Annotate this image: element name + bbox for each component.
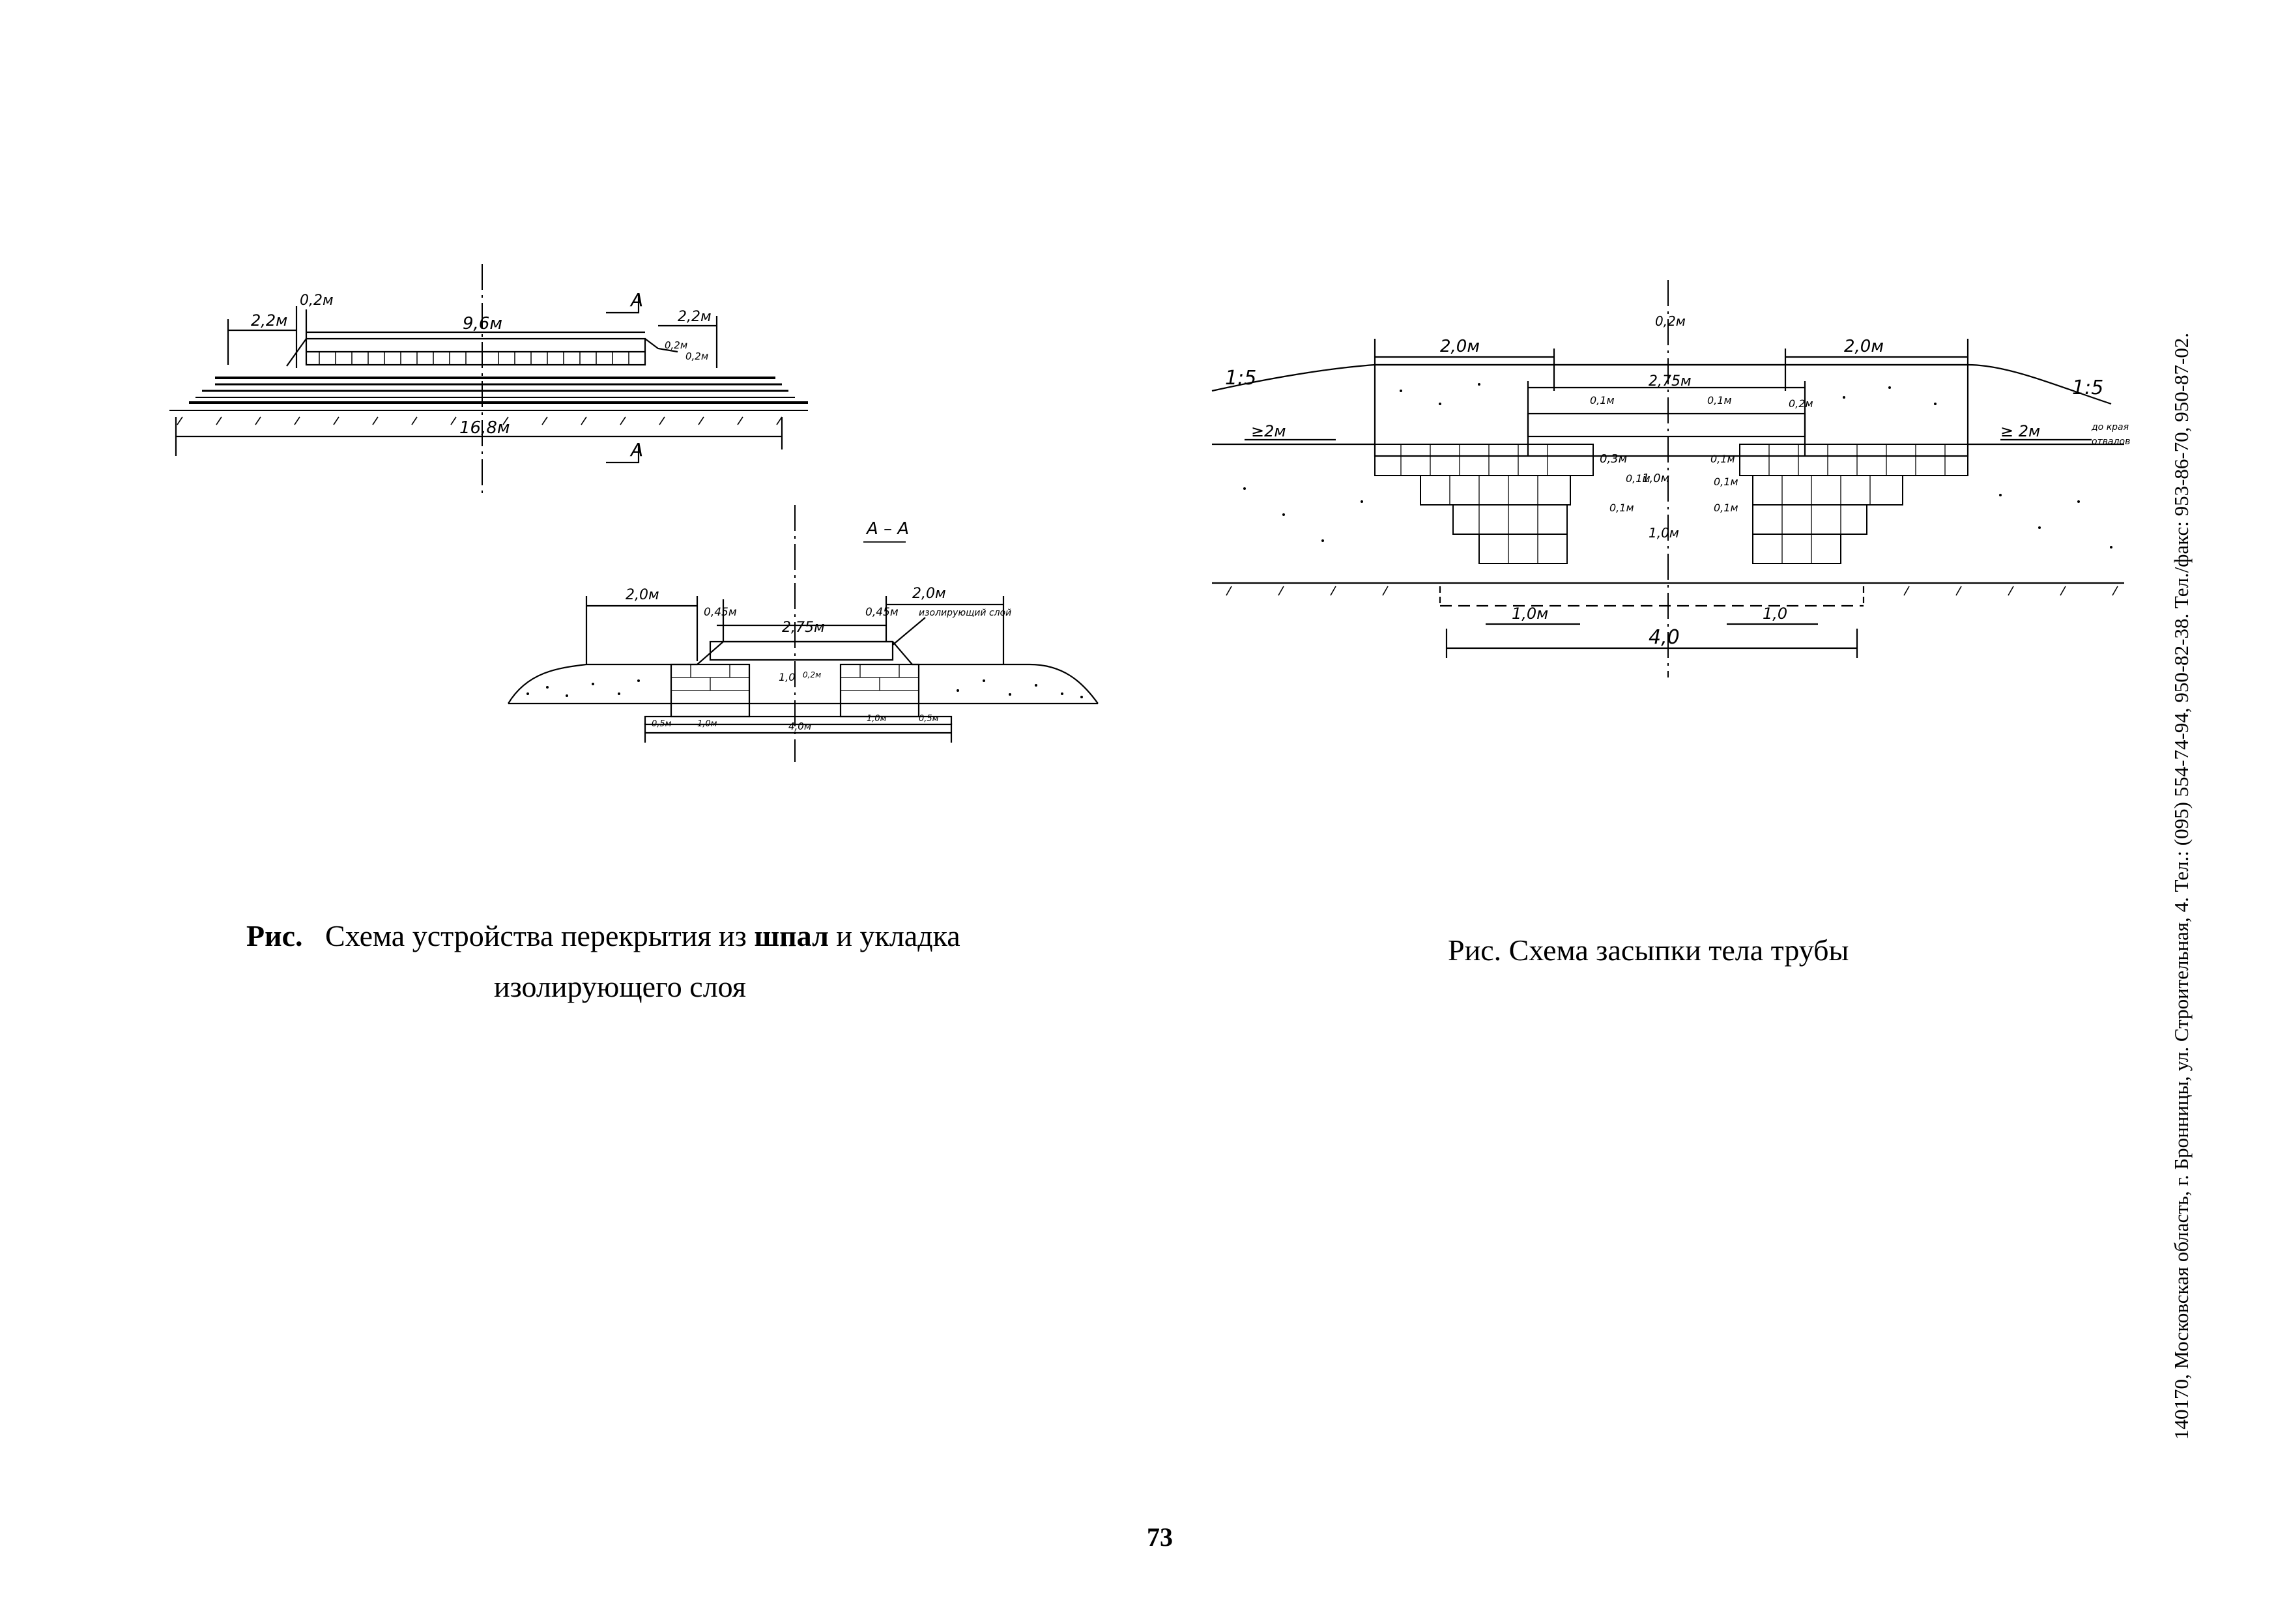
plan-height-small-1: 0,2м	[665, 339, 687, 351]
pipe-backfill-drawing: 1:5 1:5 2,0м 2,0м 0,2м 2,75м 0,1м 0,1м 0…	[1205, 274, 2131, 677]
caption-right: Рис. Схема засыпки тела трубы	[1448, 925, 2099, 976]
section-base-1: 0,5м	[652, 719, 672, 729]
section-base-4: 1,0м	[867, 714, 887, 724]
right-margin-left: ≥2м	[1251, 422, 1286, 440]
section-base-3: 4,0м	[788, 720, 811, 732]
right-step-5: 0,1м	[1609, 502, 1634, 514]
right-edge-note-1: до края	[2091, 422, 2129, 433]
caption-right-text: Рис. Схема засыпки тела трубы	[1448, 933, 1849, 967]
right-step-6: 0,1м	[1714, 502, 1738, 514]
caption-left-text-before: Схема устройства перекрытия из	[325, 919, 747, 952]
plan-section-mark-top: А	[629, 289, 643, 311]
section-right-width: 2,0м	[912, 586, 946, 602]
caption-left: Рис. Схема устройства перекрытия из шпал…	[246, 911, 1093, 1012]
right-slope-right: 1:5	[2072, 377, 2103, 399]
plan-section-mark-bottom: А	[629, 439, 643, 461]
right-step-1: 0,3м	[1600, 452, 1627, 466]
right-base-right: 1,0	[1763, 605, 1787, 623]
right-step-4: 0,1м	[1714, 476, 1738, 488]
page-number: 73	[1147, 1522, 1173, 1552]
section-offset-left: 0,45м	[704, 606, 737, 619]
side-address: 140170, Московская область, г. Бронницы,…	[2170, 332, 2193, 1440]
caption-left-line2: изолирующего слоя	[494, 970, 746, 1003]
right-margin-right: ≥ 2м	[2000, 422, 2040, 440]
section-drawing-svg: А – А 2,0м 2,0м 0,45м 0,45м 2,75м изолир…	[508, 505, 1099, 762]
plan-deck-width: 9,6м	[463, 314, 502, 334]
right-height-center: 1,0м	[1642, 472, 1669, 485]
section-deck: 2,75м	[782, 620, 825, 636]
plan-width-right: 2,2м	[678, 309, 712, 325]
section-offset-right: 0,45м	[865, 606, 899, 619]
right-small-height: 0,2м	[1789, 397, 1813, 410]
right-base-left: 1,0м	[1512, 605, 1548, 623]
section-left-width: 2,0м	[626, 587, 659, 603]
section-height: 1,0	[779, 671, 795, 683]
plan-drawing: 2,2м 0,2м 9,6м А 2,2м 0,2м 0,2м 16,8м А	[163, 254, 821, 495]
right-step-3: 0,1м	[1710, 453, 1735, 465]
pipe-backfill-drawing-svg: 1:5 1:5 2,0м 2,0м 0,2м 2,75м 0,1м 0,1м 0…	[1211, 280, 2130, 677]
right-step-2: 0,1м	[1626, 472, 1650, 485]
section-drawing: А – А 2,0м 2,0м 0,45м 0,45м 2,75м изолир…	[502, 502, 1114, 762]
right-width-center: 1,0м	[1649, 525, 1679, 541]
right-width-left: 2,0м	[1440, 337, 1480, 356]
right-inner-right: 0,1м	[1707, 394, 1732, 406]
section-base-5: 0,5м	[919, 714, 939, 724]
caption-left-text-after: и укладка	[836, 919, 960, 952]
section-layer-note: изолирующий слой	[919, 608, 1011, 618]
right-inner-left: 0,1м	[1590, 394, 1615, 406]
right-slope-left: 1:5	[1225, 367, 1256, 390]
plan-height-small-2: 0,2м	[685, 350, 708, 362]
right-base-total: 4,0	[1649, 626, 1680, 649]
section-base-2: 1,0м	[697, 719, 717, 729]
section-height-small: 0,2м	[803, 670, 821, 679]
caption-left-bold-word: шпал	[754, 919, 829, 952]
plan-drawing-svg: 2,2м 0,2м 9,6м А 2,2м 0,2м 0,2м 16,8м А	[169, 264, 808, 495]
right-deck: 2,75м	[1649, 373, 1692, 390]
plan-width-left: 2,2м	[251, 311, 287, 330]
right-top-height: 0,2м	[1655, 313, 1686, 329]
caption-left-prefix: Рис.	[246, 919, 303, 952]
section-title: А – А	[865, 519, 909, 539]
plan-gap-left: 0,2м	[300, 292, 334, 309]
right-width-right: 2,0м	[1844, 337, 1884, 356]
right-edge-note-2: отвалов	[2092, 436, 2130, 447]
plan-total-width: 16,8м	[459, 418, 510, 438]
